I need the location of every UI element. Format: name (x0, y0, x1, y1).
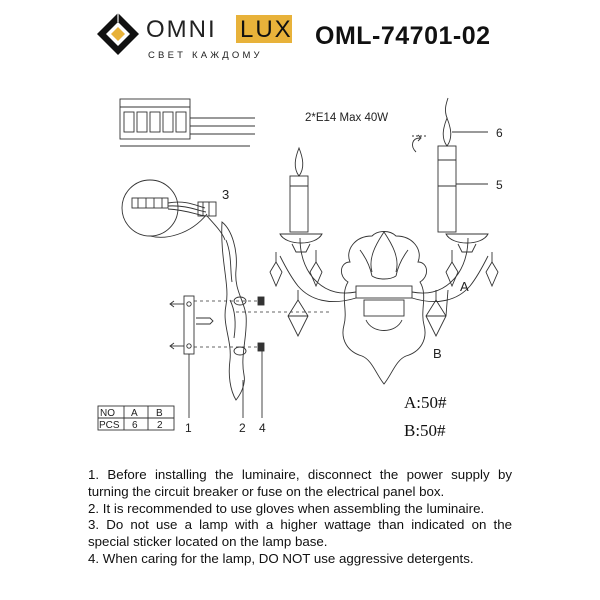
table-header-b: B (156, 408, 163, 419)
callout-b: B (433, 346, 442, 361)
crystal-note-b: B:50# (404, 421, 446, 440)
table-value-b: 2 (157, 420, 163, 431)
model-code: OML-74701-02 (315, 22, 491, 50)
callout-a: A (460, 279, 469, 294)
connector-block (197, 201, 217, 217)
callout-4: 4 (259, 421, 266, 435)
safety-instructions: 1. Before installing the luminaire, disc… (88, 467, 512, 568)
screw-top (257, 296, 265, 306)
lamp-spec: 2*E14 Max 40W (305, 112, 388, 124)
logo-diamond-icon (97, 13, 139, 55)
parts-table (97, 405, 175, 431)
callout-6: 6 (496, 126, 503, 140)
wiring-detail (121, 179, 208, 238)
crystal-note-a: A:50# (404, 393, 447, 412)
callout-1: 1 (185, 421, 192, 435)
sconce-front-view (269, 97, 499, 385)
brand-accent-box (236, 15, 292, 43)
instruction-item: 3. Do not use a lamp with a higher watta… (88, 517, 512, 550)
technical-drawing: 2*E14 Max 40W 6 5 3 A B 1 2 4 A:50# B:50… (97, 97, 503, 440)
instruction-item: 1. Before installing the luminaire, disc… (88, 467, 512, 499)
table-value-a: 6 (132, 420, 138, 431)
terminal-block-diagram (119, 98, 255, 147)
brand-tagline: СВЕТ КАЖДОМУ (148, 50, 263, 61)
brand-name-omni: OMNI (146, 16, 217, 43)
table-header-no: NO (100, 408, 115, 419)
callout-3: 3 (222, 187, 229, 202)
callout-2: 2 (239, 421, 246, 435)
rotate-arrow-icon (412, 137, 421, 153)
instruction-item: 2. It is recommended to use gloves when … (88, 500, 485, 516)
side-view-bracket (221, 221, 247, 401)
callout-5: 5 (496, 178, 503, 192)
mounting-plate (169, 295, 214, 355)
screw-bottom (257, 342, 265, 352)
brand-name-lux: LUX (240, 16, 293, 43)
table-header-a: A (131, 408, 138, 419)
table-row-label: PCS (99, 420, 120, 431)
instruction-item: 4. When caring for the lamp, DO NOT use … (88, 550, 474, 566)
brand-logo: OMNI LUX СВЕТ КАЖДОМУ (96, 10, 296, 64)
